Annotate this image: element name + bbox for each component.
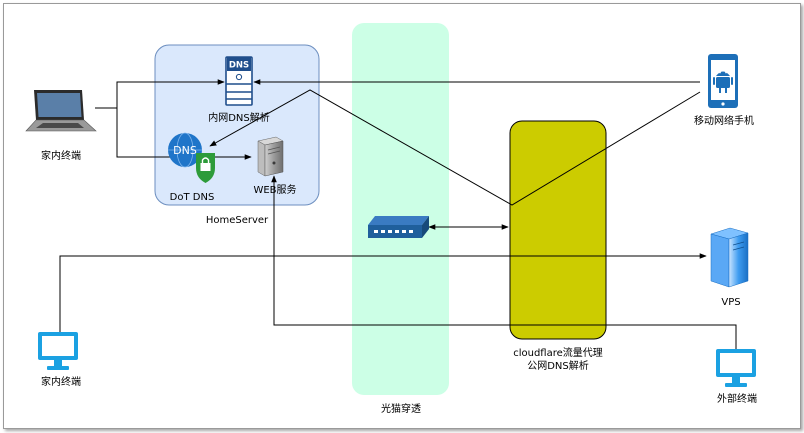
mobile-phone-label: 移动网络手机 bbox=[694, 114, 754, 127]
nat-traversal-label: 光猫穿透 bbox=[381, 402, 421, 415]
home-terminal-top-label: 家内终端 bbox=[41, 149, 81, 162]
cloudflare-label-line1: cloudflare流量代理 bbox=[513, 346, 603, 359]
dot-dns-label: DoT DNS bbox=[170, 192, 215, 203]
laptop-icon bbox=[25, 90, 97, 132]
monitor-icon-external bbox=[716, 349, 756, 387]
cloudflare-label-line2: 公网DNS解析 bbox=[527, 359, 589, 372]
web-service-label: WEB服务 bbox=[253, 183, 296, 196]
dot-dns-globe-icon: DNS bbox=[168, 132, 202, 168]
mobile-phone-icon bbox=[708, 54, 738, 108]
monitor-icon-home bbox=[38, 332, 78, 370]
home-server-label: HomeServer bbox=[206, 215, 269, 226]
router-icon bbox=[368, 216, 429, 238]
dns-globe-icon-text: DNS bbox=[173, 144, 197, 157]
vps-label: VPS bbox=[721, 297, 740, 308]
internal-dns-label: 内网DNS解析 bbox=[208, 111, 270, 124]
connectors bbox=[59, 79, 737, 349]
edge-external-web bbox=[271, 175, 737, 349]
dns-server-icon-text: DNS bbox=[229, 61, 249, 71]
edge-terminal-vps bbox=[59, 253, 707, 332]
home-terminal-bottom-label: 家内终端 bbox=[41, 375, 81, 388]
external-terminal-label: 外部终端 bbox=[717, 392, 757, 405]
edge-phone-dot bbox=[209, 89, 701, 206]
vps-server-icon bbox=[710, 227, 749, 288]
cloudflare-box bbox=[509, 120, 607, 340]
web-server-icon bbox=[257, 136, 284, 177]
lock-shield-icon bbox=[196, 153, 215, 183]
dns-server-icon: DNS bbox=[225, 56, 253, 106]
nat-traversal-band bbox=[352, 23, 449, 395]
